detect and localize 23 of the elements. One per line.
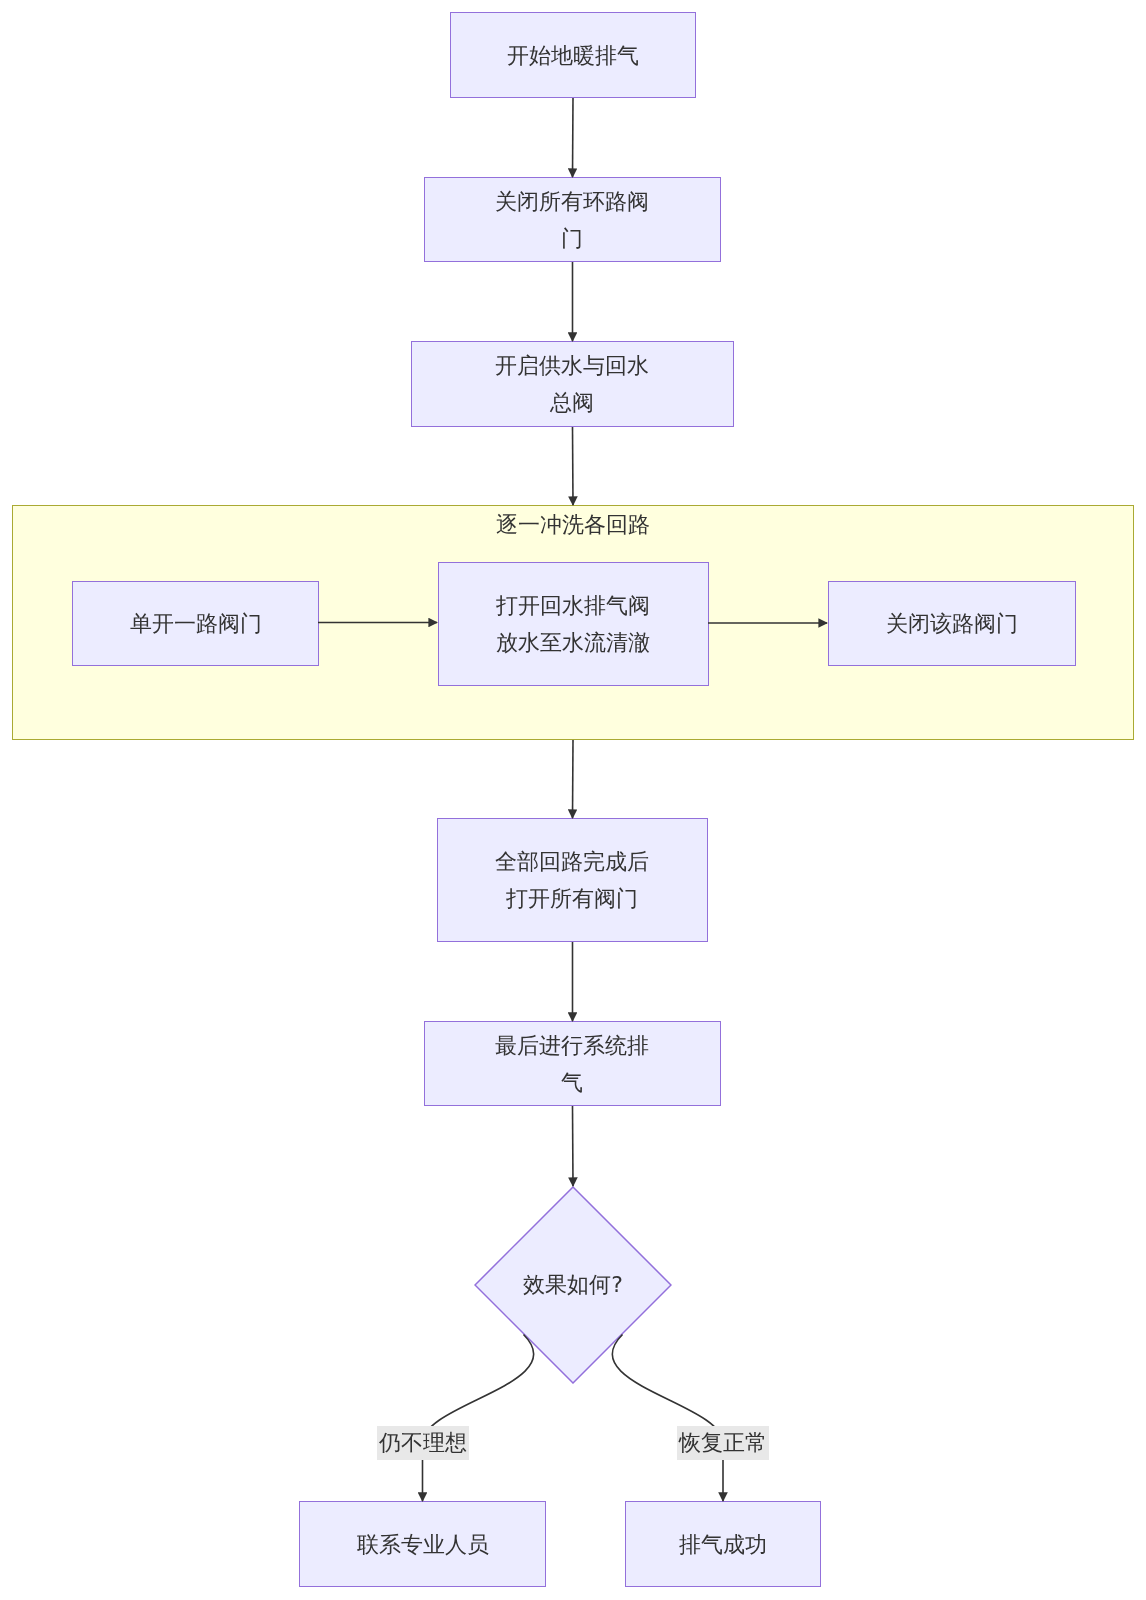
arrow [568, 426, 578, 506]
group-box [12, 505, 1134, 740]
decision-text: 效果如何? [522, 1271, 624, 1299]
process-box: 打开回水排气阀放水至水流清澈 [438, 562, 709, 686]
arrow [707, 618, 828, 628]
edge-label: 恢复正常 [677, 1426, 769, 1460]
arrow [567, 97, 578, 178]
process-box: 关闭该路阀门 [828, 581, 1076, 666]
edge-label: 仍不理想 [376, 1426, 469, 1460]
arrow [567, 261, 578, 342]
process-box: 开启供水与回水总阀 [411, 341, 734, 427]
process-box: 单开一路阀门 [72, 581, 319, 666]
arrow [568, 1105, 578, 1187]
group-title: 逐一冲洗各回路 [495, 511, 651, 539]
arrow [567, 941, 578, 1022]
process-box: 开始地暖排气 [450, 12, 696, 98]
arrow [567, 739, 578, 819]
process-box: 最后进行系统排气 [424, 1021, 721, 1106]
process-box: 联系专业人员 [299, 1501, 546, 1587]
process-box: 全部回路完成后打开所有阀门 [437, 818, 708, 942]
arrow [317, 617, 438, 628]
process-box: 关闭所有环路阀门 [424, 177, 721, 262]
process-box: 排气成功 [625, 1501, 821, 1587]
